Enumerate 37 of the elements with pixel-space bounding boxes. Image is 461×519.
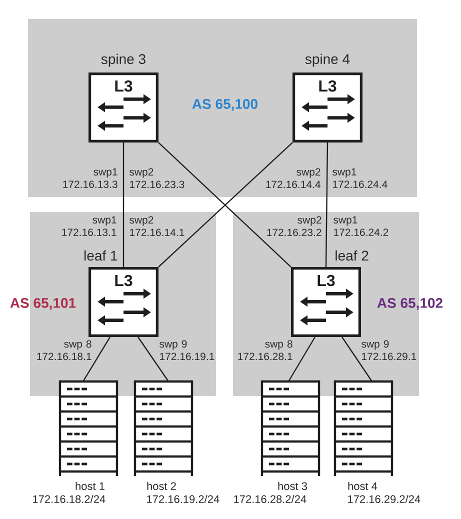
device-label: spine 4: [305, 54, 350, 67]
port-label: swp2 172.16.23.2: [267, 216, 322, 236]
port-label: swp 9 172.16.29.1: [362, 340, 416, 360]
host-label: host 1: [76, 482, 104, 490]
switch-box: L3: [292, 72, 362, 142]
port-label: swp1 172.16.13.3: [63, 168, 118, 188]
link-line: [288, 336, 316, 382]
as-label: AS 65,101: [10, 298, 76, 310]
port-label: swp1 172.16.24.4: [332, 168, 388, 188]
port-label: swp1 172.16.24.2: [334, 216, 388, 236]
ip-address: 172.16.29.2/24: [348, 494, 420, 504]
port-label: swp2 172.16.14.4: [266, 168, 320, 188]
link-line: [138, 336, 169, 382]
switch-box: L3: [291, 267, 361, 337]
port-label: swp 8 172.16.28.1: [238, 340, 292, 360]
port-label: swp2 172.16.14.1: [130, 216, 184, 236]
link-line: [82, 336, 111, 382]
port-label: swp1 172.16.13.1: [62, 216, 116, 236]
ip-address: 172.16.18.2/24: [33, 494, 106, 504]
switch-box: L3: [88, 72, 158, 142]
host-label: host 3: [278, 482, 307, 490]
switch-box: L3: [88, 267, 158, 337]
ip-address: 172.16.28.2/24: [234, 494, 306, 504]
device-label: leaf 1: [84, 250, 118, 261]
host-label: host 4: [348, 482, 378, 490]
device-label: spine 3: [101, 54, 146, 67]
port-label: swp2 172.16.23.3: [130, 168, 184, 188]
ip-address: 172.16.19.2/24: [147, 494, 220, 504]
host-label: host 2: [147, 482, 176, 490]
link-line: [122, 142, 124, 267]
link-line: [342, 336, 372, 382]
as-label: AS 65,102: [377, 298, 442, 310]
port-label: swp 9 172.16.19.1: [160, 340, 214, 360]
port-label: swp 8 172.16.18.1: [37, 340, 92, 360]
as-label: AS 65,100: [192, 99, 258, 111]
device-label: leaf 2: [336, 250, 368, 261]
link-line: [325, 142, 328, 267]
